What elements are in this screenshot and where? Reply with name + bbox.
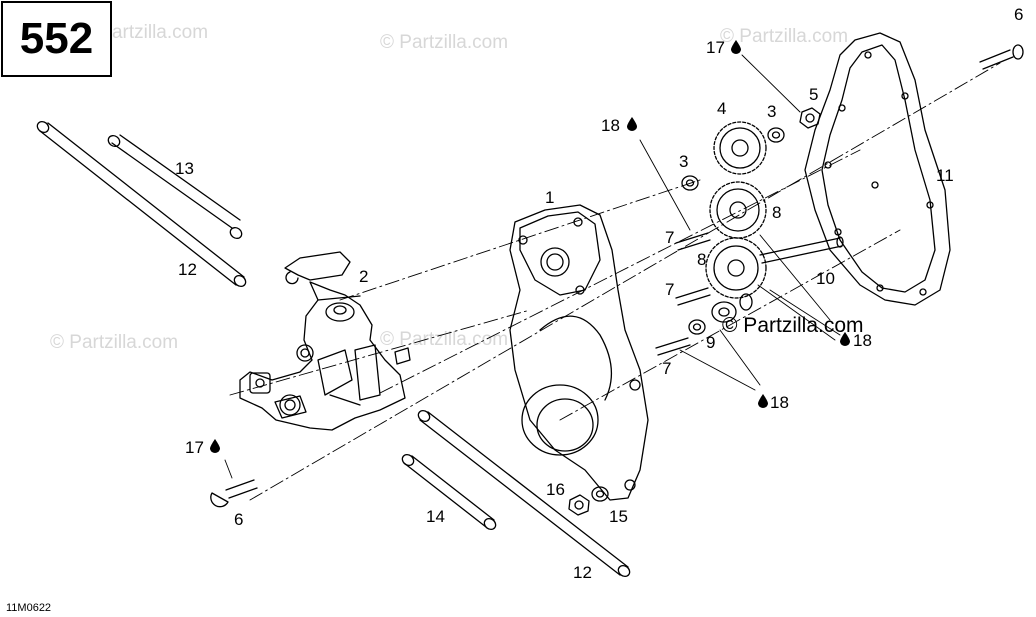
callout-17: 17: [185, 438, 204, 457]
watermark: © Partzilla.com: [50, 332, 178, 353]
callout-8: 8: [772, 203, 781, 222]
tube-12-upper: [36, 120, 247, 288]
tube-13: [107, 134, 243, 239]
nut-16: [568, 494, 590, 516]
gear-4: [713, 121, 767, 175]
callout-17: 17: [706, 38, 725, 57]
gear-cover-housing: [509, 204, 649, 501]
callout-9: 9: [706, 333, 715, 352]
callout-14: 14: [426, 507, 445, 526]
oil-drop-icon: [627, 117, 637, 131]
shaft-10: [759, 236, 844, 264]
gear-8-lower: [705, 237, 767, 299]
callout-7: 7: [662, 359, 671, 378]
screw-6-top: [979, 44, 1024, 70]
callout-3: 3: [679, 152, 688, 171]
gear-hub-9: [711, 293, 753, 323]
leader-lines: [224, 54, 841, 479]
watermark: © Partzilla.com: [380, 32, 508, 53]
callout-12: 12: [178, 260, 197, 279]
callout-6: 6: [234, 510, 243, 529]
callout-13: 13: [175, 159, 194, 178]
lubricant-markers: [210, 40, 850, 453]
oil-pump: [239, 251, 411, 431]
callout-10: 10: [816, 269, 835, 288]
gear-8-upper: [709, 181, 767, 239]
watermark: © Partzilla.com: [80, 22, 208, 43]
tube-12-lower: [417, 409, 631, 578]
assembly-axes: [229, 62, 1001, 501]
washer-9: [688, 319, 706, 335]
callout-18: 18: [853, 331, 872, 350]
washer-3-left: [681, 175, 699, 191]
callout-18: 18: [601, 116, 620, 135]
screw-6-bottom: [210, 479, 258, 508]
figure-code: 11M0622: [6, 602, 51, 614]
nut-5: [799, 107, 821, 129]
washer-15: [591, 486, 609, 502]
callout-6: 6: [1014, 5, 1023, 24]
callout-2: 2: [359, 267, 368, 286]
dowel-pin-7-top: [675, 232, 711, 251]
callout-12: 12: [573, 563, 592, 582]
dowel-pin-7-bottom: [655, 337, 691, 356]
callout-5: 5: [809, 85, 818, 104]
callout-18: 18: [770, 393, 789, 412]
watermark-layer: © Partzilla.com © Partzilla.com © Partzi…: [50, 22, 848, 353]
callout-4: 4: [717, 99, 726, 118]
tube-14: [401, 453, 497, 531]
washer-3-right: [767, 127, 785, 143]
callout-labels: 1 2 3 3 4 5 6 6 7 7 7 8 8 9 10 11 12 12 …: [175, 5, 1023, 582]
callout-8: 8: [697, 250, 706, 269]
watermark: © Partzilla.com: [720, 26, 848, 47]
callout-7: 7: [665, 228, 674, 247]
dowel-pin-7-mid: [675, 287, 711, 306]
watermark-dark: © Partzilla.com: [722, 314, 864, 337]
callout-1: 1: [545, 188, 554, 207]
callout-16: 16: [546, 480, 565, 499]
oil-drop-icon: [758, 394, 768, 408]
cover-gasket: [804, 32, 951, 306]
callout-11: 11: [936, 166, 954, 185]
callout-7: 7: [665, 280, 674, 299]
oil-drop-icon: [210, 439, 220, 453]
callout-3: 3: [767, 102, 776, 121]
callout-15: 15: [609, 507, 628, 526]
page-number-badge: 552: [1, 1, 112, 77]
